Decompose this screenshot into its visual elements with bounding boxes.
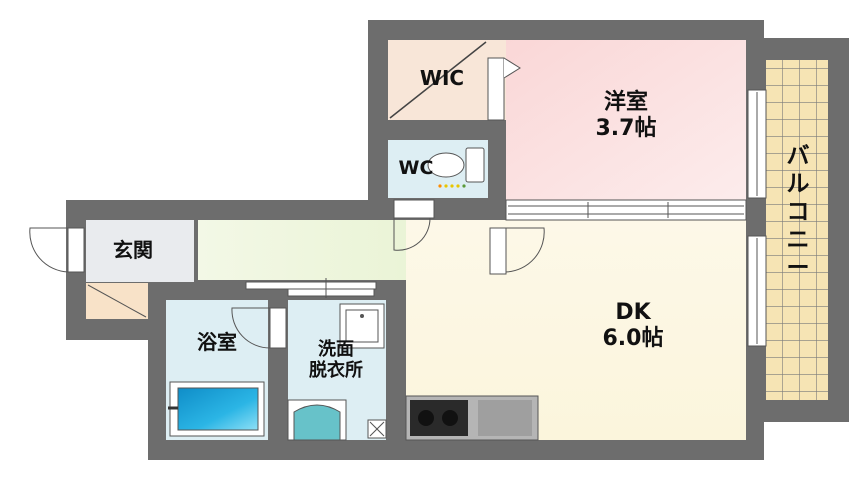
yokushitsu-label: 浴室: [197, 330, 237, 354]
balcony-label: バ ル コ ニ ー: [786, 143, 810, 282]
pipe-shaft-icon: [367, 419, 387, 439]
dk-name: DK: [615, 300, 651, 325]
washing-machine-icon: [339, 303, 385, 349]
wash-basin-icon: [287, 399, 347, 441]
window-dk[interactable]: [747, 235, 767, 347]
senmen-label: 洗面 脱衣所: [288, 339, 384, 381]
sink-icon: [478, 400, 532, 436]
wic-diagonal: [389, 41, 487, 119]
wc-label: WC: [398, 157, 434, 179]
genkan-step-diagonal: [87, 284, 147, 318]
kitchen-counter: [405, 395, 539, 441]
stove-burner-icon: [418, 410, 434, 426]
entrance-door[interactable]: [29, 227, 85, 273]
sliding-door-senmen[interactable]: [245, 278, 377, 298]
youshitsu-floor: [506, 40, 746, 200]
senmen-line1: 洗面: [318, 339, 354, 360]
window-youshitsu[interactable]: [747, 89, 767, 199]
wic-label: WIC: [419, 66, 465, 90]
wc-door[interactable]: [393, 199, 435, 251]
dk-size: 6.0帖: [602, 326, 664, 352]
youshitsu-label: 洋室 3.7帖: [566, 90, 686, 143]
genkan-floor: [86, 220, 194, 282]
dk-label: DK 6.0帖: [568, 300, 698, 353]
bath-door[interactable]: [231, 307, 287, 349]
sliding-door-youshitsu-dk[interactable]: [505, 199, 747, 221]
youshitsu-name: 洋室: [603, 90, 648, 115]
stove-burner-icon: [442, 410, 458, 426]
youshitsu-size: 3.7帖: [595, 116, 657, 142]
bathtub-icon: [168, 381, 265, 437]
dk-door[interactable]: [489, 227, 545, 275]
balcony-floor: [766, 60, 828, 400]
genkan-label: 玄関: [113, 238, 153, 262]
senmen-line2: 脱衣所: [309, 359, 363, 381]
wic-door[interactable]: [487, 57, 521, 121]
wic-floor: [388, 40, 506, 120]
toilet-icon: [427, 147, 485, 188]
